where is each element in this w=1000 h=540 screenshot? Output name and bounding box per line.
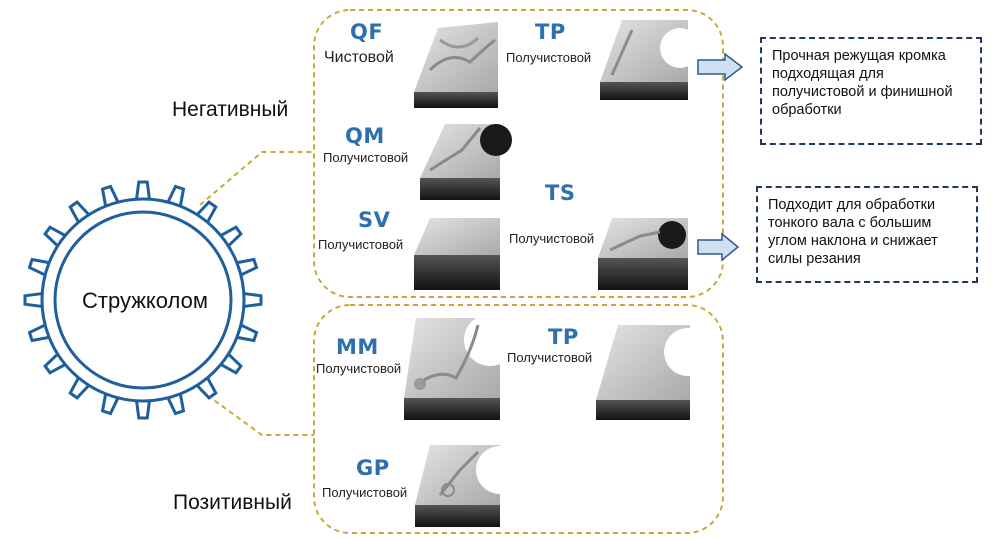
insert-qf-image [414, 22, 498, 108]
insert-type-ts: Получистовой [509, 231, 595, 246]
insert-mm-image [404, 314, 516, 420]
positive-group-box [313, 304, 724, 534]
insert-code-qf: QF [350, 20, 384, 44]
center-label: Стружколом [82, 288, 208, 313]
arrow-right-icon-1 [697, 52, 744, 82]
insert-type-qm: Получистовой [323, 150, 409, 165]
insert-gp-image [415, 445, 524, 527]
insert-code-qm: QM [345, 124, 385, 148]
insert-code-sv: SV [358, 208, 391, 232]
insert-type-qf: Чистовой [324, 49, 394, 66]
note-box-1: Прочная режущая кромка подходящая для по… [760, 37, 982, 145]
positive-group-label: Позитивный [173, 491, 292, 514]
insert-code-tp-negative: TP [535, 20, 566, 44]
insert-code-tp-positive: TP [548, 325, 579, 349]
note-text-2: Подходит для обработки тонкого вала с бо… [768, 197, 938, 267]
negative-group-label: Негативный [172, 98, 289, 121]
negative-group-box [313, 9, 724, 298]
insert-tp-positive-image [596, 325, 712, 420]
note-box-2: Подходит для обработки тонкого вала с бо… [756, 186, 978, 283]
note-text-1: Прочная режущая кромка подходящая для по… [772, 48, 953, 118]
insert-sv-image [414, 218, 500, 290]
gear-icon [23, 180, 263, 420]
insert-tp-negative-image [600, 20, 700, 100]
insert-type-sv: Получистовой [318, 237, 404, 252]
insert-qm-image [420, 124, 512, 200]
connector-positive [199, 389, 314, 436]
insert-type-mm: Получистовой [316, 361, 402, 376]
insert-code-gp: GP [356, 456, 390, 480]
insert-type-tp-negative: Получистовой [506, 50, 592, 65]
insert-ts-image [598, 218, 688, 290]
arrow-right-icon-2 [697, 232, 740, 262]
insert-code-mm: MM [336, 335, 379, 359]
insert-code-ts: TS [545, 181, 576, 205]
insert-type-tp-positive: Получистовой [507, 350, 593, 365]
insert-type-gp: Получистовой [322, 485, 408, 500]
connector-negative [199, 151, 314, 206]
